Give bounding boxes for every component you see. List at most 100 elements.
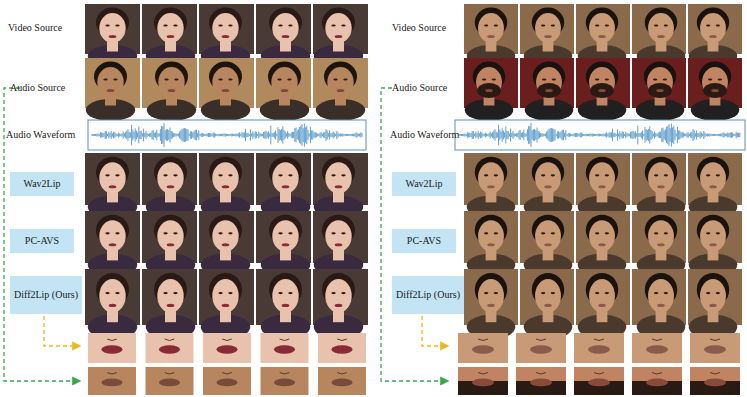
face-part: [288, 232, 292, 234]
face-part: [544, 185, 552, 188]
face-part: [280, 373, 290, 374]
face-part: [280, 339, 290, 341]
face-part: [222, 243, 230, 246]
face-image: [256, 269, 311, 339]
face-part: [632, 4, 686, 54]
face-part: [704, 378, 726, 386]
face-part: [544, 304, 552, 307]
face-part: [654, 25, 658, 27]
face-part: [115, 232, 119, 234]
face-part: [331, 378, 352, 386]
face-part: [331, 292, 335, 294]
face-part: [272, 279, 298, 313]
face-part: [115, 292, 119, 294]
face-part: [576, 153, 630, 205]
face-image: [464, 4, 518, 67]
face-part: [716, 174, 720, 176]
face-part: [288, 292, 292, 294]
face-part: [478, 13, 504, 43]
face-part: [331, 232, 335, 234]
mouth-crop: [261, 333, 309, 363]
face-part: [203, 367, 251, 395]
face-part: [343, 79, 347, 81]
face-part: [158, 67, 184, 97]
face-part: [652, 373, 662, 374]
face-part: [706, 292, 710, 294]
face-part: [222, 185, 230, 188]
face-part: [115, 174, 119, 176]
face-part: [167, 35, 175, 38]
face-part: [477, 83, 501, 98]
face-part: [709, 35, 717, 38]
mouth-crop: [146, 367, 194, 395]
face-part: [598, 243, 606, 246]
method-name: PC-AVS: [407, 235, 441, 247]
face-part: [146, 367, 194, 395]
face-part: [88, 333, 136, 363]
face-part: [99, 13, 125, 43]
face-image: [688, 153, 742, 218]
face-image: [464, 58, 518, 121]
face-part: [159, 345, 180, 353]
face-part: [218, 292, 222, 294]
face-part: [337, 339, 347, 341]
face-image: [313, 211, 368, 276]
face-image: [199, 58, 254, 121]
face-part: [690, 333, 740, 363]
face-part: [551, 292, 555, 294]
face-part: [464, 153, 518, 205]
face-part: [105, 232, 109, 234]
face-part: [341, 232, 345, 234]
face-part: [605, 174, 609, 176]
face-part: [341, 174, 345, 176]
face-part: [551, 25, 555, 27]
face-part: [688, 211, 742, 263]
face-part: [716, 232, 720, 234]
mouth-crop: [632, 367, 682, 395]
face-part: [688, 153, 742, 205]
face-part: [494, 174, 498, 176]
mouth-crop: [318, 333, 366, 363]
face-part: [478, 162, 504, 193]
face-part: [535, 13, 561, 43]
mouth-crop: [203, 367, 251, 395]
waveform-box: [455, 120, 745, 150]
face-part: [700, 162, 726, 193]
face-part: [541, 232, 545, 234]
face-part: [487, 304, 495, 307]
face-part: [212, 162, 238, 193]
face-image: [688, 58, 742, 121]
face-part: [218, 232, 222, 234]
face-part: [700, 279, 726, 313]
face-part: [313, 153, 368, 205]
face-part: [218, 174, 222, 176]
face-part: [109, 185, 117, 188]
face-part: [494, 25, 498, 27]
face-image: [520, 58, 574, 121]
face-part: [142, 153, 197, 205]
face-part: [282, 185, 290, 188]
face-image: [256, 153, 311, 218]
face-part: [325, 220, 351, 251]
face-part: [99, 220, 125, 251]
face-part: [664, 174, 668, 176]
face-part: [167, 243, 175, 246]
face-part: [261, 367, 309, 395]
face-part: [520, 4, 574, 54]
mouth-crop: [88, 367, 136, 395]
face-part: [551, 174, 555, 176]
face-image: [199, 153, 254, 218]
waveform-box: [88, 120, 366, 150]
waveform-trace: [459, 123, 740, 147]
face-image: [313, 58, 368, 121]
face-part: [657, 304, 665, 307]
face-image: [85, 211, 140, 276]
face-part: [492, 79, 496, 81]
face-part: [157, 13, 183, 43]
face-part: [688, 58, 742, 108]
face-part: [109, 35, 117, 38]
face-part: [605, 292, 609, 294]
face-part: [335, 185, 343, 188]
face-part: [710, 339, 720, 341]
